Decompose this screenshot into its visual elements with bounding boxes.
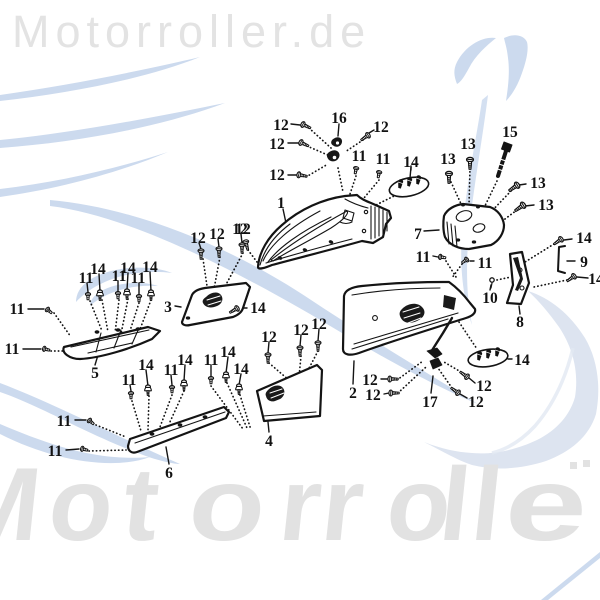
svg-text:5: 5: [91, 365, 99, 382]
svg-text:15: 15: [502, 124, 518, 141]
svg-text:14: 14: [177, 352, 193, 369]
svg-text:12: 12: [476, 378, 492, 395]
svg-text:12: 12: [269, 167, 285, 184]
svg-text:11: 11: [10, 301, 25, 318]
svg-text:14: 14: [138, 357, 154, 374]
svg-text:o: o: [44, 447, 120, 563]
svg-text:12: 12: [362, 372, 378, 389]
svg-text:7: 7: [414, 226, 422, 243]
svg-text:12: 12: [373, 119, 389, 136]
svg-text:11: 11: [164, 362, 179, 379]
svg-text:12: 12: [209, 226, 225, 243]
svg-text:12: 12: [273, 117, 289, 134]
svg-text:13: 13: [538, 197, 554, 214]
svg-text:11: 11: [48, 443, 63, 460]
svg-text:4: 4: [265, 433, 273, 450]
svg-text:12: 12: [311, 316, 327, 333]
svg-text:3: 3: [164, 299, 172, 316]
svg-text:11: 11: [478, 255, 493, 272]
svg-text:14: 14: [90, 261, 106, 278]
svg-text:11: 11: [376, 151, 391, 168]
svg-text:o: o: [382, 447, 458, 563]
svg-text:12: 12: [190, 230, 206, 247]
svg-text:1: 1: [277, 195, 285, 212]
svg-text:11: 11: [79, 270, 94, 287]
svg-text:14: 14: [514, 352, 530, 369]
svg-text:11: 11: [57, 413, 72, 430]
svg-text:14: 14: [220, 344, 236, 361]
svg-text:Motorroller.de: Motorroller.de: [12, 6, 371, 57]
svg-text:13: 13: [530, 175, 546, 192]
svg-text:6: 6: [165, 465, 173, 482]
svg-text:12: 12: [261, 329, 277, 346]
svg-text:9: 9: [580, 254, 588, 271]
svg-text:2: 2: [349, 385, 357, 402]
svg-text:o: o: [184, 447, 272, 563]
svg-text:12: 12: [235, 221, 251, 238]
svg-text:10: 10: [482, 290, 498, 307]
svg-text:11: 11: [5, 341, 20, 358]
svg-text:13: 13: [440, 151, 456, 168]
svg-text:M: M: [0, 447, 46, 563]
svg-text:14: 14: [142, 259, 158, 276]
svg-text:12: 12: [293, 322, 309, 339]
svg-text:12: 12: [232, 221, 248, 238]
svg-text:14: 14: [403, 154, 419, 171]
svg-text:12: 12: [269, 136, 285, 153]
svg-text:14: 14: [250, 300, 266, 317]
svg-text:14: 14: [233, 361, 249, 378]
svg-text:11: 11: [416, 249, 431, 266]
svg-text:11: 11: [204, 352, 219, 369]
svg-text:14: 14: [588, 271, 600, 288]
svg-text:11: 11: [352, 148, 367, 165]
svg-text:t: t: [118, 447, 165, 563]
svg-text:16: 16: [331, 110, 347, 127]
svg-text:8: 8: [516, 314, 524, 331]
svg-text:13: 13: [460, 136, 476, 153]
svg-text:12: 12: [365, 387, 381, 404]
svg-text:11: 11: [112, 268, 127, 285]
svg-text:e: e: [500, 447, 594, 563]
svg-text:11: 11: [122, 372, 137, 389]
svg-text:11: 11: [131, 270, 146, 287]
svg-text:14: 14: [120, 260, 136, 277]
svg-text:14: 14: [576, 230, 592, 247]
svg-text:12: 12: [468, 394, 484, 411]
svg-text:17: 17: [422, 394, 438, 411]
